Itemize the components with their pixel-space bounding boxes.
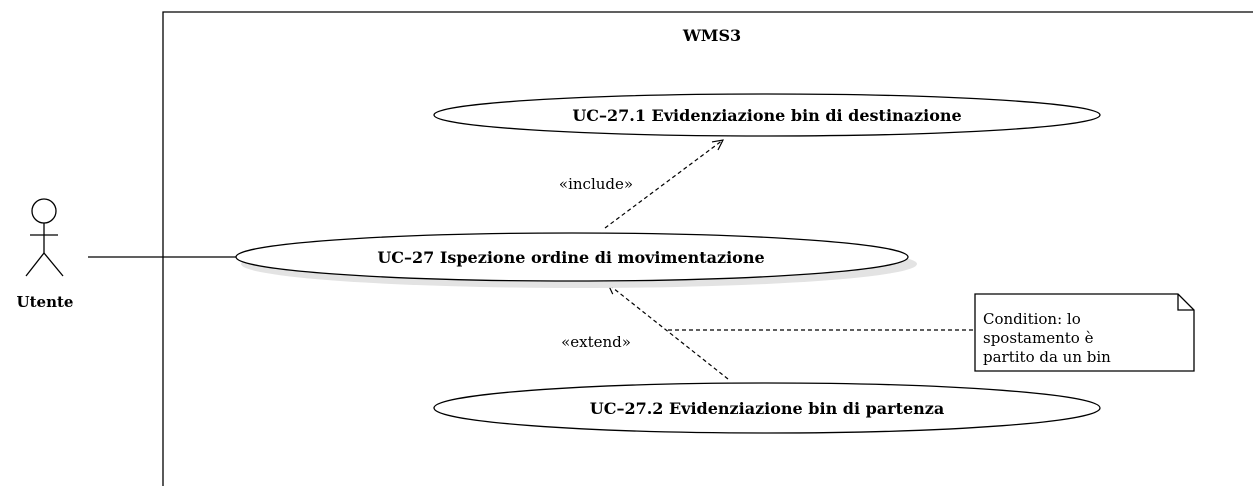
note-box [974,293,1195,372]
system-boundary-frame [162,11,1253,486]
use-case-uc27-1: UC–27.1 Evidenziazione bin di destinazio… [433,93,1101,137]
note-line: Condition: lo [983,310,1081,328]
note-fold-icon [1177,294,1194,311]
system-boundary: WMS3 [162,11,1253,486]
use-case-uc27-2: UC–27.2 Evidenziazione bin di partenza [433,382,1101,434]
extend-relation: «extend» [561,284,729,380]
actor-utente: Utente [17,198,74,311]
note-line: partito da un bin [983,348,1111,366]
use-case-uc27: UC–27 Ispezione ordine di movimentazione [235,232,917,288]
use-case-label: UC–27.1 Evidenziazione bin di destinazio… [572,106,961,125]
extend-arrow [608,284,729,380]
use-case-label: UC–27 Ispezione ordine di movimentazione [377,248,764,267]
use-case-label: UC–27.2 Evidenziazione bin di partenza [590,399,945,418]
include-label: «include» [559,175,633,193]
include-arrow [604,140,723,229]
note-line: spostamento è [983,329,1094,347]
include-relation: «include» [559,140,723,229]
condition-note: Condition: lo spostamento è partito da u… [974,293,1195,372]
actor-name: Utente [17,293,74,311]
extend-label: «extend» [561,333,631,351]
stick-figure-icon [25,198,64,277]
system-name: WMS3 [682,26,741,45]
